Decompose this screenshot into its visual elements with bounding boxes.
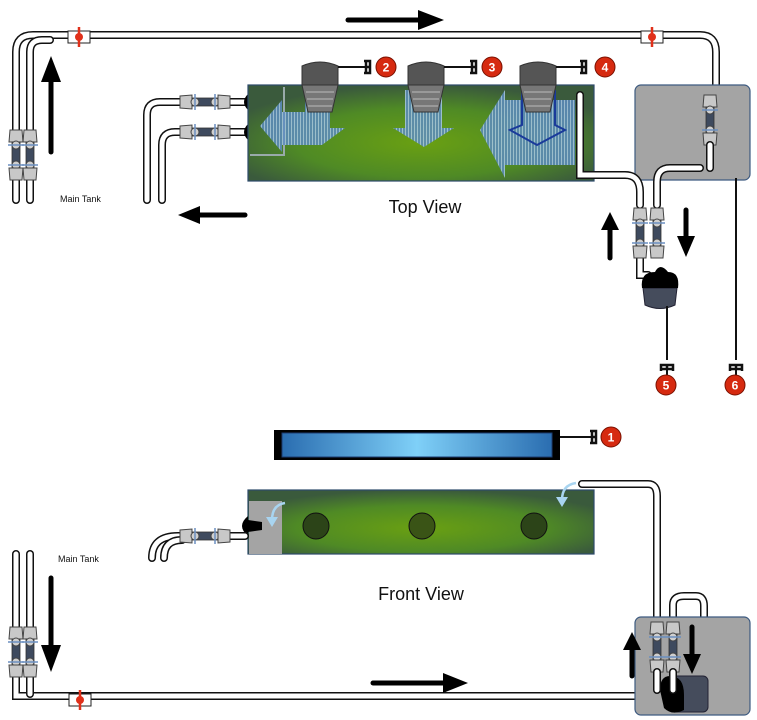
return-pump-top (641, 267, 679, 309)
top-view: Main Tank (7, 10, 751, 396)
flow-arrow-down-front (41, 575, 61, 672)
flow-arrow-right-top (345, 10, 444, 30)
ball-valve-top-left[interactable] (66, 25, 92, 49)
flow-arrow-right-front (370, 673, 468, 693)
marker-4[interactable]: 4 (594, 56, 616, 78)
marker-6[interactable]: 6 (724, 374, 746, 396)
front-view: 1 Front View (7, 426, 751, 716)
front-view-label: Front View (378, 584, 465, 604)
front-overflow-pipes (148, 532, 249, 562)
overflow-pipes (143, 98, 252, 204)
power-plug-icon (460, 59, 478, 75)
union-coupler (7, 626, 25, 678)
union-coupler (180, 124, 230, 140)
top-view-label: Top View (389, 197, 463, 217)
svg-text:4: 4 (602, 61, 609, 75)
ball-valve-top-right[interactable] (639, 25, 665, 49)
union-coupler (21, 626, 39, 678)
flow-arrow-down-front-sump (683, 624, 701, 674)
spray-outlet (408, 512, 436, 540)
marker-2[interactable]: 2 (375, 56, 397, 78)
main-tank-label-front: Main Tank (58, 554, 99, 564)
spray-outlet (520, 512, 548, 540)
flow-arrow-up (41, 56, 61, 155)
sump-return-pipes (576, 91, 704, 279)
power-plug-icon (354, 59, 372, 75)
marker-3[interactable]: 3 (481, 56, 503, 78)
spray-head-4 (519, 61, 557, 113)
flow-arrow-left-top (178, 206, 248, 224)
svg-text:6: 6 (732, 379, 739, 393)
light-fixture (274, 430, 560, 460)
front-drain-pipe (578, 480, 708, 624)
marker-5[interactable]: 5 (655, 374, 677, 396)
sump-top (634, 84, 751, 181)
spray-head-2 (301, 61, 339, 113)
svg-text:1: 1 (608, 431, 615, 445)
power-plug-icon (580, 429, 598, 445)
union-coupler (7, 129, 25, 181)
flow-pattern-right (480, 90, 575, 178)
spray-outlet (302, 512, 330, 540)
bulkhead-fittings (244, 94, 248, 140)
spray-head-3 (407, 61, 445, 113)
union-coupler (631, 207, 649, 259)
front-return-pipe (12, 550, 654, 700)
flow-arrow-up-front-sump (623, 632, 641, 679)
flow-arrow-up-pump (601, 212, 619, 261)
power-plug-icon (570, 59, 588, 75)
return-pump-front (660, 675, 709, 713)
top-return-pipe (12, 31, 720, 204)
union-coupler (180, 528, 230, 544)
flow-outline-right (507, 90, 568, 147)
flow-arrow-down-pump (677, 207, 695, 257)
union-coupler (180, 94, 230, 110)
union-coupler (648, 207, 666, 259)
svg-text:2: 2 (383, 61, 390, 75)
marker-1[interactable]: 1 (600, 426, 622, 448)
union-coupler (21, 129, 39, 181)
overflow-baffle (250, 87, 285, 156)
main-tank-label-top: Main Tank (60, 194, 101, 204)
svg-text:5: 5 (663, 379, 670, 393)
svg-text:3: 3 (489, 61, 496, 75)
